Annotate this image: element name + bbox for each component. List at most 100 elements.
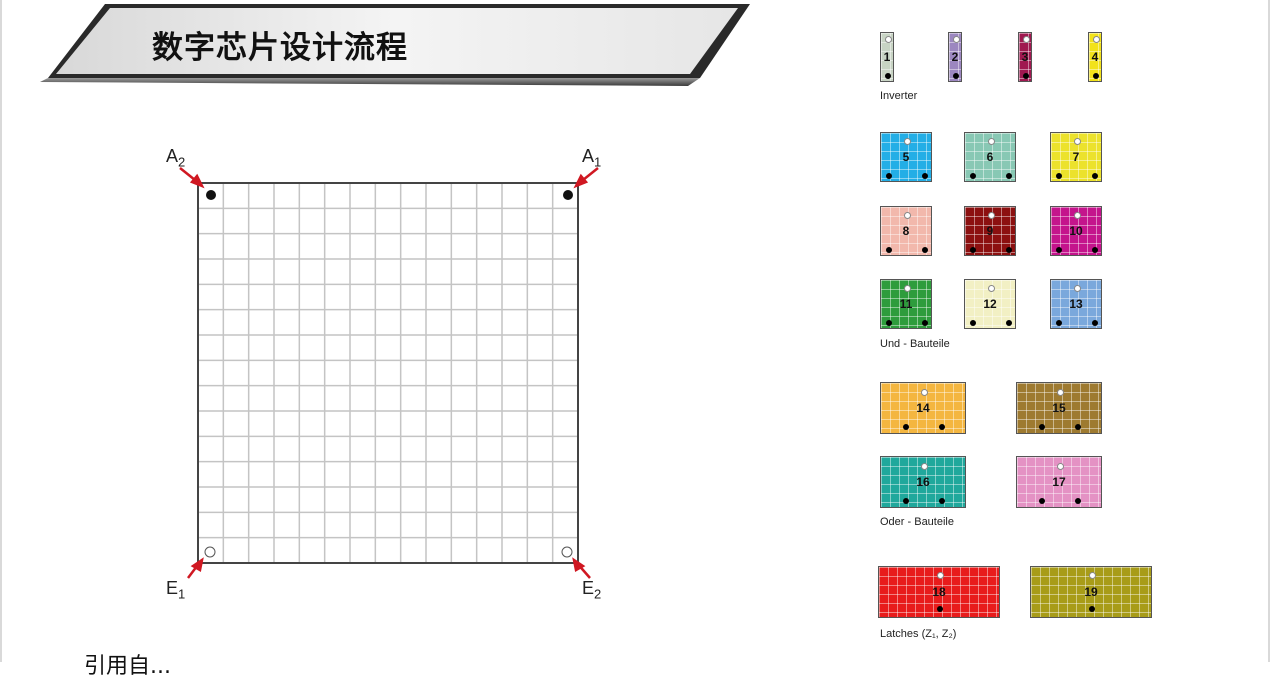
- component-number: 15: [1052, 401, 1066, 415]
- component-number: 1: [883, 50, 891, 64]
- output-pin: [1023, 73, 1029, 79]
- input-pin: [988, 212, 995, 219]
- component-block-13: 13: [1050, 279, 1102, 329]
- component-block-10: 10: [1050, 206, 1102, 256]
- input-pin: [1074, 138, 1081, 145]
- input-pin: [904, 285, 911, 292]
- output-pin: [1039, 424, 1045, 430]
- output-pin: [922, 173, 928, 179]
- component-block-4: 4: [1088, 32, 1102, 82]
- output-pin: [970, 247, 976, 253]
- output-pin: [886, 173, 892, 179]
- caption-latches: Latches (Z₁, Z₂): [880, 628, 957, 640]
- component-number: 14: [916, 401, 930, 415]
- output-pin: [1006, 247, 1012, 253]
- terminal-e1: [204, 546, 216, 558]
- input-pin: [921, 463, 928, 470]
- output-pin: [922, 247, 928, 253]
- component-number: 18: [932, 585, 946, 599]
- output-pin: [922, 320, 928, 326]
- component-number: 19: [1084, 585, 1098, 599]
- output-pin: [970, 320, 976, 326]
- chip-grid-diagram: [179, 167, 599, 579]
- component-number: 13: [1069, 297, 1083, 311]
- frame-border-right: [1268, 0, 1270, 662]
- output-pin: [937, 606, 943, 612]
- component-block-5: 5: [880, 132, 932, 182]
- output-pin: [1006, 173, 1012, 179]
- component-number: 12: [983, 297, 997, 311]
- output-pin: [1075, 498, 1081, 504]
- input-pin: [1074, 285, 1081, 292]
- component-block-14: 14: [880, 382, 966, 434]
- component-block-2: 2: [948, 32, 962, 82]
- input-pin: [1057, 389, 1064, 396]
- component-block-15: 15: [1016, 382, 1102, 434]
- component-number: 7: [1072, 150, 1080, 164]
- component-block-17: 17: [1016, 456, 1102, 508]
- label-e2: E2: [582, 578, 602, 602]
- caption-inverter: Inverter: [880, 90, 918, 102]
- output-pin: [1039, 498, 1045, 504]
- output-pin: [1075, 424, 1081, 430]
- input-pin: [921, 389, 928, 396]
- component-number: 5: [902, 150, 910, 164]
- caption-oder-bauteile: Oder - Bauteile: [880, 516, 954, 528]
- component-number: 17: [1052, 475, 1066, 489]
- page-title: 数字芯片设计流程: [152, 30, 408, 66]
- output-pin: [953, 73, 959, 79]
- output-pin: [1092, 320, 1098, 326]
- frame-border-left: [0, 0, 2, 662]
- component-block-19: 19: [1030, 566, 1152, 618]
- label-e1: E1: [166, 578, 186, 602]
- component-number: 11: [899, 297, 913, 311]
- component-block-18: 18: [878, 566, 1000, 618]
- output-pin: [1056, 173, 1062, 179]
- terminal-a1: [563, 190, 573, 200]
- component-block-3: 3: [1018, 32, 1032, 82]
- component-number: 8: [902, 224, 910, 238]
- component-number: 4: [1091, 50, 1099, 64]
- component-number: 3: [1021, 50, 1029, 64]
- component-block-6: 6: [964, 132, 1016, 182]
- output-pin: [1092, 173, 1098, 179]
- output-pin: [939, 498, 945, 504]
- component-number: 6: [986, 150, 994, 164]
- input-pin: [953, 36, 960, 43]
- component-block-11: 11: [880, 279, 932, 329]
- component-block-1: 1: [880, 32, 894, 82]
- component-number: 10: [1069, 224, 1083, 238]
- output-pin: [1092, 247, 1098, 253]
- component-block-9: 9: [964, 206, 1016, 256]
- output-pin: [885, 73, 891, 79]
- output-pin: [886, 247, 892, 253]
- component-number: 9: [986, 224, 994, 238]
- output-pin: [903, 498, 909, 504]
- label-a2: A2: [166, 146, 186, 170]
- output-pin: [1056, 247, 1062, 253]
- caption-und-bauteile: Und - Bauteile: [880, 338, 950, 350]
- input-pin: [937, 572, 944, 579]
- component-number: 16: [916, 475, 930, 489]
- input-pin: [1089, 572, 1096, 579]
- input-pin: [1093, 36, 1100, 43]
- input-pin: [904, 138, 911, 145]
- output-pin: [1006, 320, 1012, 326]
- input-pin: [1023, 36, 1030, 43]
- output-pin: [903, 424, 909, 430]
- input-pin: [1057, 463, 1064, 470]
- component-block-7: 7: [1050, 132, 1102, 182]
- input-pin: [904, 212, 911, 219]
- input-pin: [988, 138, 995, 145]
- output-pin: [886, 320, 892, 326]
- component-block-8: 8: [880, 206, 932, 256]
- title-banner: [40, 4, 750, 86]
- input-pin: [1074, 212, 1081, 219]
- component-number: 2: [951, 50, 959, 64]
- output-pin: [1089, 606, 1095, 612]
- terminal-a2: [206, 190, 216, 200]
- terminal-e2: [561, 546, 573, 558]
- output-pin: [1093, 73, 1099, 79]
- footer-citation: 引用自...: [84, 654, 171, 679]
- input-pin: [885, 36, 892, 43]
